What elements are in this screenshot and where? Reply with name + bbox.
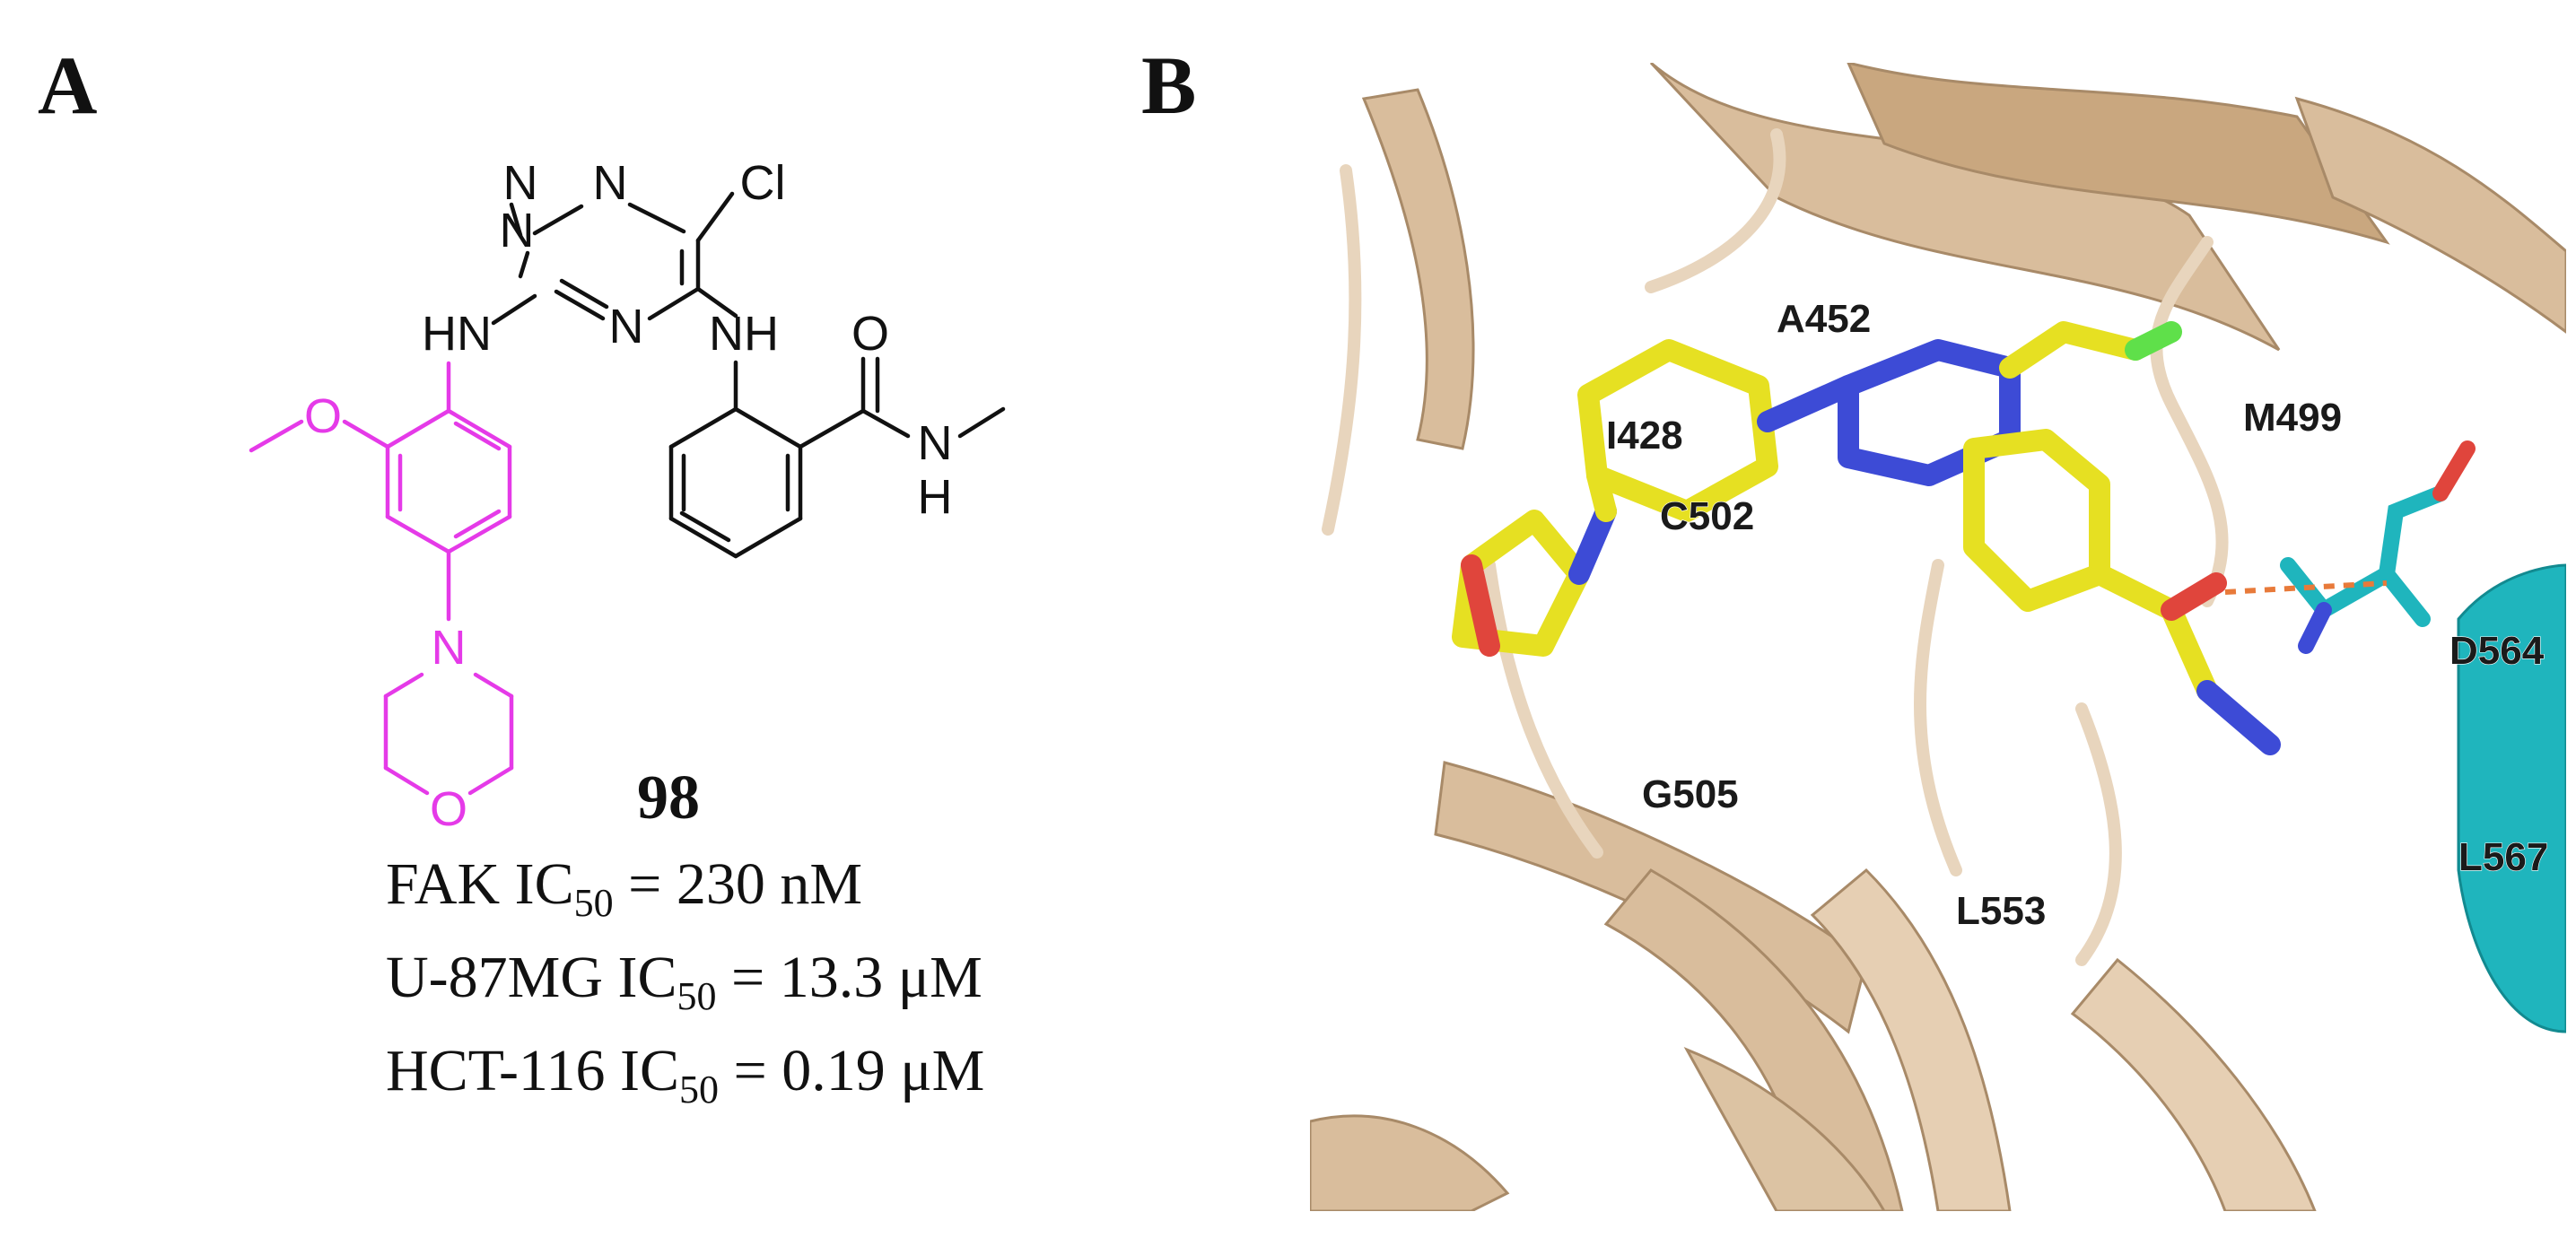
atom-n-morpholine: N [432,621,467,675]
benzamide-ring [668,356,1006,559]
residue-label-l567: L567 [2458,835,2548,879]
triazine-ring [509,191,735,321]
atom-n2: N [593,156,628,210]
activity-u87mg: U-87MG IC50 = 13.3 μM [386,945,982,1018]
panel-label-a: A [38,39,98,131]
atom-hn-left: HN [422,307,492,361]
atom-n1: N [503,156,538,210]
ligand-sticks [1452,321,2281,755]
panel-label-b: B [1141,39,1197,131]
docking-view: A452 I428 M499 C502 D564 G505 L567 L553 [1310,63,2566,1211]
atom-o-morpholine: O [430,782,467,836]
atom-h-amide: H [918,470,953,524]
atom-n-amide: N [918,416,953,470]
residue-label-d564: D564 [2449,629,2545,673]
docking-illustration: A452 I428 M499 C502 D564 G505 L567 L553 [1310,63,2566,1211]
residue-label-i428: I428 [1606,414,1683,458]
residue-label-l553: L553 [1956,889,2046,933]
hydrogen-bond [2224,580,2388,595]
chemical-structure: N N N N Cl HN NH O N O [249,156,1006,836]
residue-label-m499: M499 [2243,396,2342,440]
activity-fak: FAK IC50 = 230 nM [386,851,863,925]
residue-label-g505: G505 [1642,772,1739,816]
compound-number: 98 [637,763,700,833]
helix-ribbon [2280,440,2566,1033]
activity-hct116: HCT-116 IC50 = 0.19 μM [386,1038,985,1112]
methoxyphenyl-morpholine [249,361,514,796]
atom-nh-right: NH [709,307,779,361]
atom-cl: Cl [740,156,786,210]
atom-o-carbonyl: O [851,307,889,361]
atom-n4: N [609,300,644,353]
atom-n3: N [500,204,535,257]
atom-o-methoxy: O [304,389,342,443]
protein-ribbons [1310,63,2566,1211]
protein-loops [1322,128,2229,966]
residue-label-c502: C502 [1660,494,1754,538]
residue-label-a452: A452 [1777,297,1871,341]
